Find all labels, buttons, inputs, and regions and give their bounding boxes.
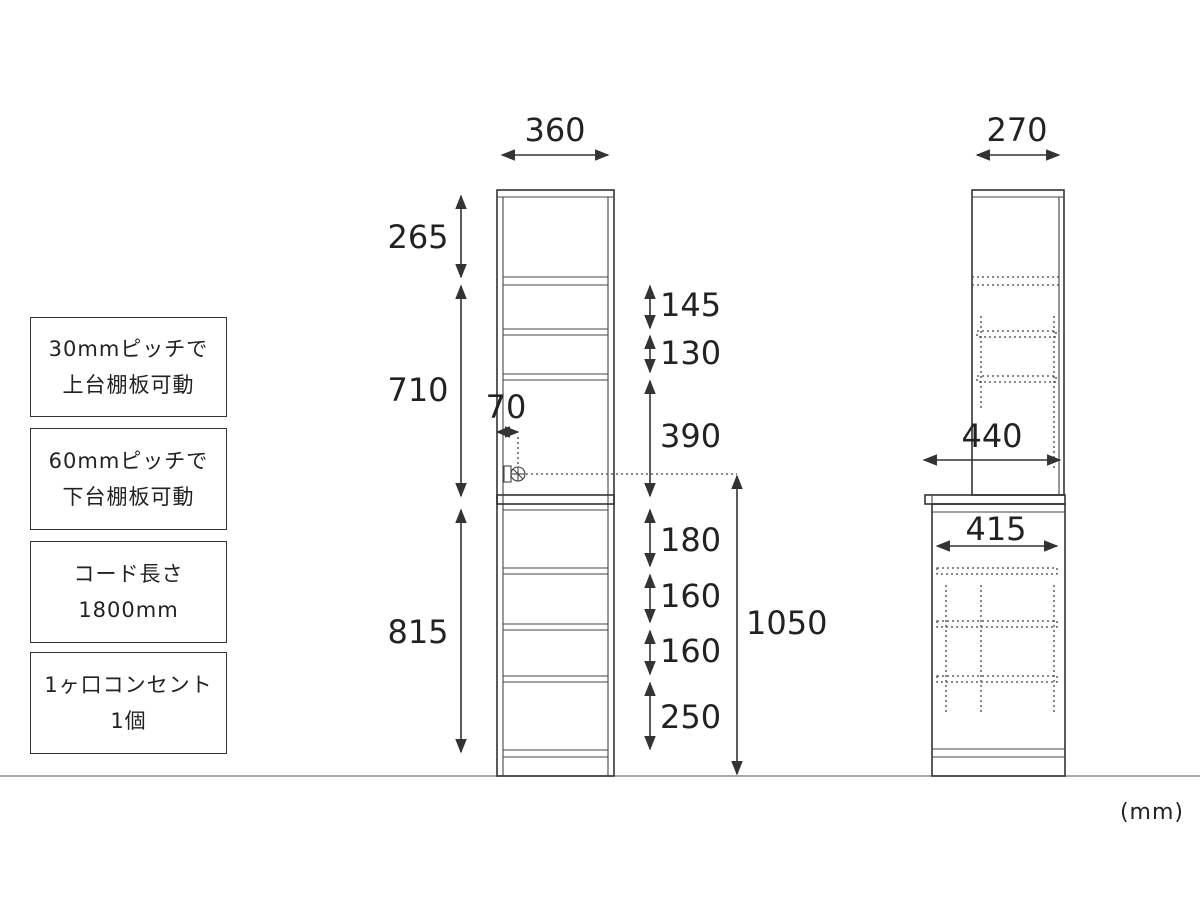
side-lower-depth-label: 415 — [965, 510, 1026, 548]
note-upper-shelf-line2: 上台棚板可動 — [62, 373, 195, 397]
unit-label: (mm) — [1119, 800, 1184, 825]
side-lower-outline — [931, 503, 1066, 777]
height-upper-section: 710 — [387, 371, 448, 409]
front-upper-shelves — [503, 276, 608, 381]
front-counter-top — [496, 494, 615, 505]
note-cord-length: コード長さ 1800mm — [30, 541, 227, 643]
front-cabinet-outline — [496, 189, 615, 777]
side-view: 270 440 415 — [922, 111, 1066, 777]
front-lower-shelves — [503, 509, 608, 758]
upper-pitch-2: 130 — [660, 334, 721, 372]
note-outlet-line2: 1個 — [110, 709, 147, 733]
front-view: 360 265 710 815 70 145 130 390 180 160 1… — [387, 111, 827, 777]
side-counter-depth-label: 440 — [961, 417, 1022, 455]
lower-pitch-1: 180 — [660, 521, 721, 559]
note-upper-shelf: 30mmピッチで 上台棚板可動 — [30, 317, 227, 417]
note-lower-shelf: 60mmピッチで 下台棚板可動 — [30, 428, 227, 530]
upper-pitch-1: 145 — [660, 286, 721, 324]
outlet-offset-label: 70 — [486, 388, 527, 426]
note-cord-length-line1: コード長さ — [73, 562, 184, 586]
note-outlet-line1: 1ヶ口コンセント — [44, 673, 213, 697]
side-top-depth-label: 270 — [986, 111, 1047, 149]
note-lower-shelf-line1: 60mmピッチで — [48, 449, 209, 473]
outlet-icon — [503, 465, 526, 483]
lower-pitch-2: 160 — [660, 577, 721, 615]
side-counter-top — [924, 494, 1066, 505]
lower-pitch-3: 160 — [660, 632, 721, 670]
upper-pitch-3: 390 — [660, 417, 721, 455]
outlet-height-label: 1050 — [746, 604, 827, 642]
lower-pitch-4: 250 — [660, 698, 721, 736]
height-lower-section: 815 — [387, 613, 448, 651]
note-upper-shelf-line1: 30mmピッチで — [48, 337, 209, 361]
front-width-label: 360 — [524, 111, 585, 149]
height-top-section: 265 — [387, 218, 448, 256]
note-lower-shelf-line2: 下台棚板可動 — [62, 485, 195, 509]
note-outlet: 1ヶ口コンセント 1個 — [30, 652, 227, 754]
note-cord-length-line2: 1800mm — [78, 598, 179, 622]
